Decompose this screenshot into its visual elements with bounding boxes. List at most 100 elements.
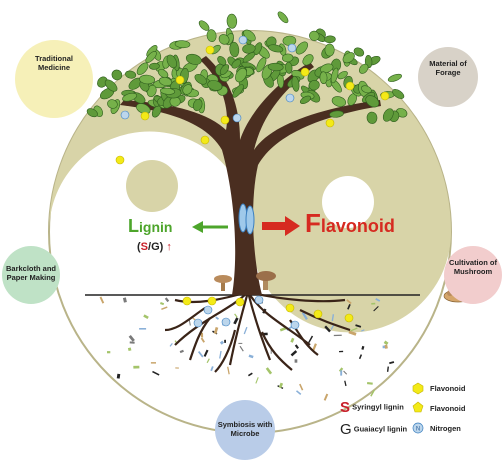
soil-particle xyxy=(107,351,111,354)
leaf xyxy=(151,105,162,118)
soil-particle xyxy=(239,345,244,352)
soil-particle xyxy=(308,335,314,344)
soil-particle xyxy=(340,370,343,376)
leaf xyxy=(309,30,320,41)
leaf xyxy=(366,111,378,124)
markers xyxy=(115,35,390,330)
leaf xyxy=(104,79,118,92)
legend-nitrogen-label: Nitrogen xyxy=(430,424,461,433)
nitrogen-dot-icon xyxy=(285,93,295,103)
soil-particle xyxy=(210,366,214,372)
leaf xyxy=(111,69,123,81)
leaf xyxy=(365,95,380,108)
leaf xyxy=(229,41,240,58)
soil-particle xyxy=(333,334,342,337)
mushroom-line-1: Cultivation of xyxy=(449,258,497,267)
soil-particle xyxy=(227,366,230,375)
legend-flavonoid-2-label: Flavonoid xyxy=(430,404,466,413)
sg-ratio: (S/G) ↑ xyxy=(137,241,172,253)
flavonoid-arrow xyxy=(262,216,300,236)
tree-trunk xyxy=(120,56,381,295)
bubble-microbe: Symbiosis with Microbe xyxy=(215,400,275,460)
soil-particle xyxy=(247,372,253,377)
leaf xyxy=(299,95,312,104)
legend-syringyl: S Syringyl lignin xyxy=(340,399,404,416)
leaf xyxy=(329,110,344,118)
nitrogen-dot-icon xyxy=(254,295,264,305)
leaf xyxy=(218,34,230,45)
leaf xyxy=(136,62,149,76)
leaf xyxy=(256,57,267,73)
legend-flavonoid-2: Flavonoid xyxy=(430,404,465,413)
leaf xyxy=(145,51,157,63)
leaf xyxy=(291,75,300,92)
soil-particle xyxy=(122,297,127,303)
leaf xyxy=(331,96,347,107)
soil-particle xyxy=(348,330,357,336)
flavonoid-dot-icon xyxy=(205,45,215,55)
soil-particle xyxy=(219,340,225,345)
soil-particle xyxy=(224,339,226,343)
soil-particle xyxy=(383,340,389,346)
flavonoid-initial: F xyxy=(305,208,321,238)
flavonoid-dot-icon xyxy=(235,297,245,307)
flavonoid-dot-icon xyxy=(300,67,310,77)
leaf xyxy=(149,62,160,70)
leaf xyxy=(157,69,169,78)
flavonoid-dot-icon xyxy=(313,309,323,319)
lignin-arrow xyxy=(192,221,228,233)
soil-particle xyxy=(324,325,331,333)
leaf xyxy=(192,98,203,112)
forage-line-2: Forage xyxy=(435,68,461,77)
leaf xyxy=(226,13,238,29)
mushroom-line-2: Mushroom xyxy=(453,267,493,276)
soil-particle xyxy=(215,316,219,320)
soil-particle xyxy=(243,326,248,335)
soil-particle xyxy=(200,337,206,343)
leaf xyxy=(361,85,372,94)
leaf xyxy=(232,84,244,98)
soil-particle xyxy=(255,377,259,384)
soil-particle xyxy=(389,361,395,365)
leaf xyxy=(358,63,369,74)
legend-flavonoid-1: Flavonoid xyxy=(430,384,465,393)
soil-particle xyxy=(338,367,344,373)
leaf xyxy=(282,53,294,63)
soil-particle xyxy=(169,343,173,347)
barkcloth-line-1: Barkcloth and xyxy=(5,264,56,273)
medicine-line-1: Traditional xyxy=(35,54,73,63)
bubble-barkcloth: Barkcloth and Paper Making xyxy=(2,246,60,304)
leaf xyxy=(219,64,230,75)
legend-g-label: Guaiacyl lignin xyxy=(353,424,408,434)
lignin-initial: L xyxy=(128,216,139,236)
bubble-traditional-medicine: Traditional Medicine xyxy=(15,40,93,118)
flavonoid-dot-icon xyxy=(380,91,390,101)
leaf xyxy=(207,80,223,91)
soil-particle xyxy=(290,337,295,343)
soil-particle xyxy=(323,393,329,401)
legend-g-letter: G xyxy=(340,421,352,438)
leaf xyxy=(159,87,176,95)
leaf xyxy=(387,73,402,82)
legend-guaiacyl: G Guaiacyl lignin xyxy=(340,421,407,438)
soil-particle xyxy=(265,367,273,375)
legend-flavonoid-1-label: Flavonoid xyxy=(430,384,466,393)
soil-particle xyxy=(373,305,379,312)
soil-particle xyxy=(164,297,170,303)
legend-s-label: Syringyl lignin xyxy=(352,402,404,412)
soil-particle xyxy=(143,314,149,320)
leaf-canopy xyxy=(86,11,408,124)
ratio-slash: / xyxy=(148,241,152,253)
soil-particle xyxy=(248,354,254,359)
leaf xyxy=(122,92,138,102)
leaf xyxy=(324,35,336,44)
soil-particle xyxy=(206,358,210,364)
soil-particle xyxy=(347,304,351,310)
leaf xyxy=(235,67,247,83)
lignin-title: Lignin xyxy=(128,216,172,237)
soil-particle xyxy=(355,324,362,328)
leaf xyxy=(342,52,355,64)
leaf xyxy=(198,20,210,31)
nitrogen-dot-icon xyxy=(238,35,248,45)
soil-particle xyxy=(294,344,299,350)
